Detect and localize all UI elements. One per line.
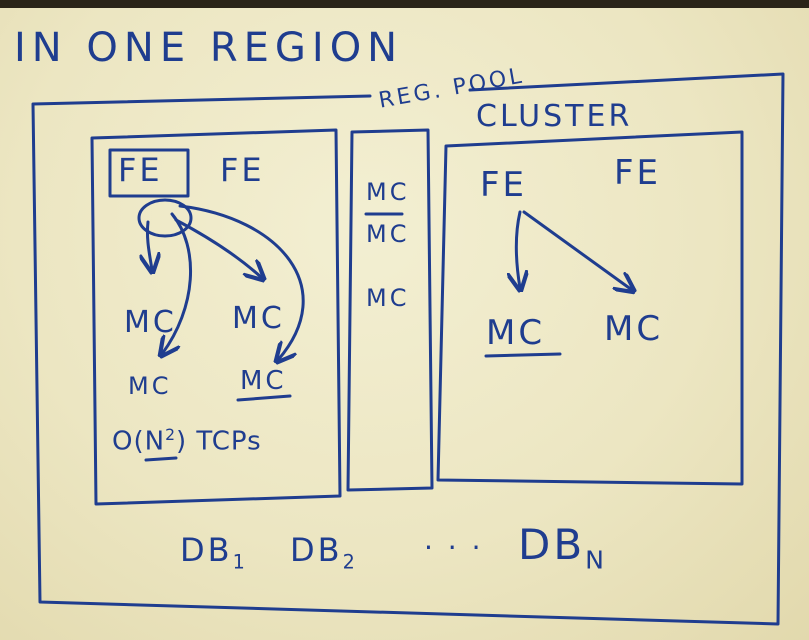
pool-mc-3: MC: [366, 284, 410, 312]
left-mc-bottom-right: MC: [240, 366, 287, 396]
db-n-label: DB: [518, 520, 586, 569]
db-n-subscript: N: [585, 545, 607, 575]
connections-base: O(N: [112, 426, 166, 457]
fe-ellipse: [137, 198, 193, 238]
db-1: DB1: [180, 534, 248, 572]
left-fe-second: FE: [220, 151, 265, 189]
left-mc-top-left: MC: [124, 305, 177, 340]
cluster-mc-right: MC: [604, 309, 664, 349]
diagram-lines: [31, 72, 785, 626]
whiteboard: IN ONE REGION REG. POOL CLUSTER FE FE MC…: [0, 8, 809, 640]
db-1-subscript: 1: [232, 550, 248, 574]
db-ellipsis: · · ·: [424, 531, 484, 564]
left-box: [90, 128, 342, 506]
region-frame: [31, 72, 785, 626]
pool-box: [346, 128, 434, 492]
db-2-subscript: 2: [342, 550, 358, 574]
db-2-label: DB: [290, 531, 343, 569]
db-2: DB2: [290, 534, 358, 572]
cluster-box: [436, 130, 744, 486]
fe-highlight-box: [108, 148, 190, 198]
db-1-label: DB: [180, 531, 233, 569]
connections-suffix: ) TCPs: [175, 426, 262, 457]
diagram-title: IN ONE REGION: [14, 25, 404, 71]
pool-mc-1: MC: [366, 178, 410, 206]
pool-mc-2: MC: [366, 220, 410, 248]
left-mc-bottom-left: MC: [128, 372, 172, 400]
cluster-label: CLUSTER: [476, 99, 633, 134]
cluster-mc-left: MC: [486, 313, 546, 353]
db-n: DBN: [518, 524, 607, 573]
left-fe-boxed: FE: [118, 151, 163, 189]
connections-exponent: 2: [165, 426, 176, 444]
connections-label: O(N2) TCPs: [112, 426, 262, 457]
left-mc-top-right: MC: [232, 301, 285, 336]
cluster-fe-right: FE: [614, 153, 662, 193]
cluster-fe-left: FE: [480, 165, 528, 205]
